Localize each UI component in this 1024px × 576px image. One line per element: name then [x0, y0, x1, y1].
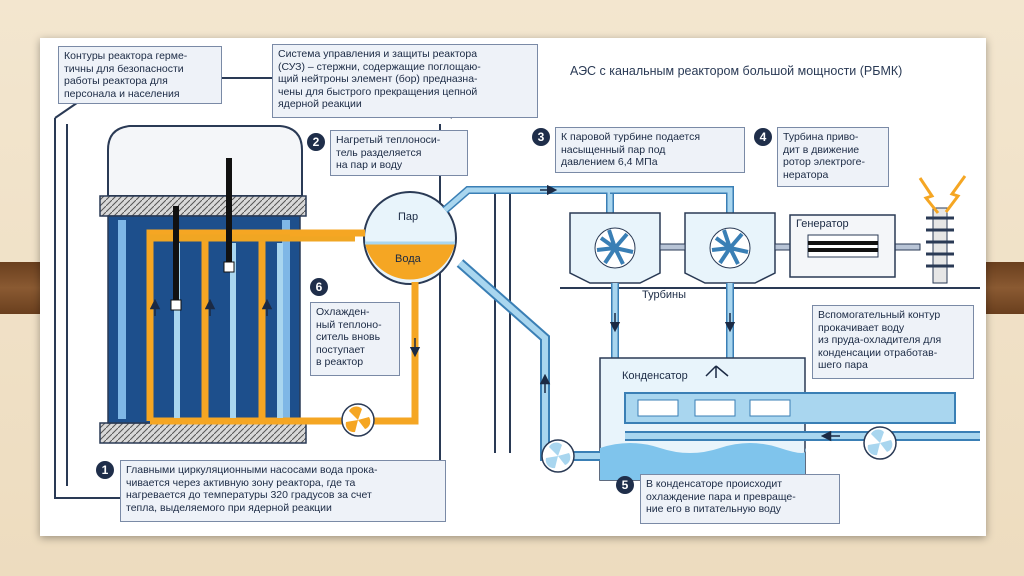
- note-step4: Турбина приво- дит в движение ротор элек…: [777, 127, 889, 187]
- pump-icon: [541, 439, 575, 473]
- hot-pipe-to-drum: [290, 229, 419, 425]
- step-number-4: 4: [754, 128, 772, 146]
- condenser: [599, 357, 956, 481]
- note-step1: Главными циркуляционными насосами вода п…: [120, 460, 446, 522]
- step-number-5: 5: [616, 476, 634, 494]
- insulator: [926, 207, 954, 284]
- feedwater-return-pipe: [456, 259, 600, 461]
- label-condenser: Конденсатор: [622, 370, 688, 382]
- note-step5: В конденсаторе происходит охлаждение пар…: [640, 474, 840, 524]
- label-steam: Пар: [398, 211, 419, 223]
- steam-pipes: [442, 186, 734, 214]
- flow-arrows: [149, 184, 840, 442]
- pump-icon: [863, 426, 897, 460]
- pump-icon: [341, 403, 375, 437]
- note-control-system: Система управления и защиты реактора (СУ…: [272, 44, 538, 118]
- label-generator: Генератор: [796, 218, 849, 230]
- turbine-icon: [709, 227, 751, 269]
- label-turbines: Турбины: [642, 289, 687, 301]
- step-number-1: 1: [96, 461, 114, 479]
- step-number-3: 3: [532, 128, 550, 146]
- note-containment: Контуры реактора герме- тичны для безопа…: [58, 46, 222, 104]
- label-water: Вода: [395, 253, 421, 265]
- generator: [789, 214, 896, 278]
- note-step2: Нагретый теплоноси- тель разделяется на …: [330, 130, 468, 176]
- spark-icon: [918, 175, 967, 214]
- diagram-title: АЭС с канальным реактором большой мощнос…: [570, 64, 903, 78]
- control-rod-icon: [170, 158, 235, 311]
- note-step6: Охлажден- ный теплоно- ситель вновь пост…: [310, 302, 400, 376]
- step-number-2: 2: [307, 133, 325, 151]
- step-number-6: 6: [310, 278, 328, 296]
- note-step3: К паровой турбине подается насыщенный па…: [555, 127, 745, 173]
- turbine-icon: [594, 227, 636, 269]
- reactor-dome: [107, 125, 303, 197]
- rbmk-diagram: [54, 77, 980, 499]
- steam-separator-drum: [363, 191, 457, 285]
- note-aux-loop: Вспомогательный контур прокачивает воду …: [812, 305, 974, 379]
